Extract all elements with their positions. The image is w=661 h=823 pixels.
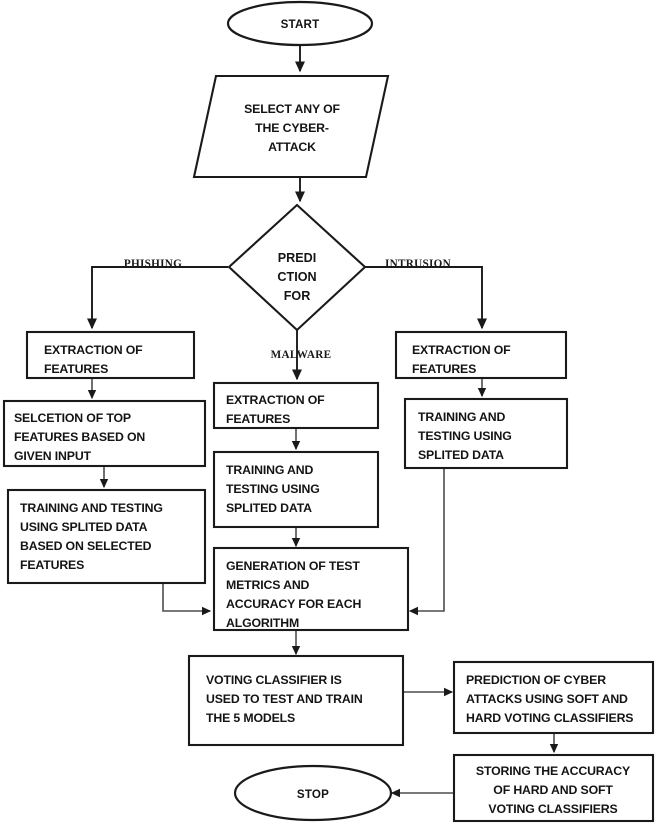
prediction-cyber-line-3: HARD VOTING CLASSIFIERS: [466, 711, 633, 725]
node-phishing-selection[interactable]: SELCETION OF TOP FEATURES BASED ON GIVEN…: [2, 399, 207, 468]
stop-ellipse: [233, 764, 393, 822]
intrusion-training-box: [403, 397, 569, 470]
edge-label-phishing: PHISHING: [124, 258, 182, 270]
phishing-training-line-4: FEATURES: [20, 558, 84, 572]
generation-metrics-line-2: METRICS AND: [226, 578, 310, 592]
decision-line-3: FOR: [284, 289, 311, 303]
phishing-extraction-line-2: FEATURES: [44, 362, 108, 376]
node-phishing-extraction[interactable]: EXTRACTION OF FEATURES: [25, 330, 196, 380]
select-attack-line-2: THE CYBER-: [255, 121, 329, 135]
node-start[interactable]: START: [226, 0, 374, 47]
node-generation-metrics[interactable]: GENERATION OF TEST METRICS AND ACCURACY …: [212, 546, 410, 632]
phishing-selection-line-3: GIVEN INPUT: [14, 449, 92, 463]
edge-decision-to-phishing: [86, 266, 228, 330]
malware-training-line-3: SPLITED DATA: [226, 501, 312, 515]
start-label: START: [281, 18, 320, 31]
malware-extraction-box: [212, 381, 380, 430]
select-attack-line-3: ATTACK: [268, 140, 316, 154]
storing-accuracy-line-2: OF HARD AND SOFT: [493, 783, 613, 797]
storing-accuracy-box: [452, 753, 655, 823]
node-phishing-training[interactable]: TRAINING AND TESTING USING SPLITED DATA …: [6, 488, 207, 585]
voting-classifier-line-3: THE 5 MODELS: [206, 711, 295, 725]
intrusion-extraction-box: [394, 330, 568, 380]
voting-classifier-line-2: USED TO TEST AND TRAIN: [206, 692, 363, 706]
node-decision-prediction-for[interactable]: PREDI CTION FOR: [227, 203, 367, 332]
intrusion-training-line-2: TESTING USING: [418, 429, 512, 443]
generation-metrics-line-4: ALGORITHM: [226, 616, 299, 630]
node-intrusion-training[interactable]: TRAINING AND TESTING USING SPLITED DATA: [403, 397, 569, 470]
storing-accuracy-line-3: VOTING CLASSIFIERS: [488, 802, 617, 816]
edge-decision-to-intrusion: [365, 266, 488, 330]
generation-metrics-line-1: GENERATION OF TEST: [226, 559, 360, 573]
phishing-training-line-3: BASED ON SELECTED: [20, 539, 152, 553]
decision-diamond: [227, 203, 367, 332]
node-intrusion-extraction[interactable]: EXTRACTION OF FEATURES: [394, 330, 568, 380]
intrusion-training-line-1: TRAINING AND: [418, 410, 506, 424]
prediction-cyber-line-2: ATTACKS USING SOFT AND: [466, 692, 628, 706]
edge-label-intrusion: INTRUSION: [385, 258, 451, 270]
phishing-extraction-line-1: EXTRACTION OF: [44, 343, 143, 357]
prediction-cyber-box: [452, 660, 655, 735]
phishing-training-line-2: USING SPLITED DATA: [20, 520, 148, 534]
malware-extraction-line-1: EXTRACTION OF: [226, 393, 325, 407]
node-storing-accuracy[interactable]: STORING THE ACCURACY OF HARD AND SOFT VO…: [452, 753, 655, 823]
intrusion-extraction-line-1: EXTRACTION OF: [412, 343, 511, 357]
node-malware-training[interactable]: TRAINING AND TESTING USING SPLITED DATA: [212, 450, 380, 529]
decision-line-2: CTION: [277, 270, 316, 284]
decision-line-1: PREDI: [278, 251, 317, 265]
phishing-selection-line-1: SELCETION OF TOP: [14, 411, 131, 425]
voting-classifier-box: [187, 654, 405, 747]
malware-training-box: [212, 450, 380, 529]
connector-layer: [86, 45, 559, 798]
generation-metrics-line-3: ACCURACY FOR EACH: [226, 597, 361, 611]
node-voting-classifier[interactable]: VOTING CLASSIFIER IS USED TO TEST AND TR…: [187, 654, 405, 747]
select-attack-parallelogram: [192, 74, 390, 179]
storing-accuracy-line-1: STORING THE ACCURACY: [476, 764, 630, 778]
phishing-selection-line-2: FEATURES BASED ON: [14, 430, 145, 444]
start-ellipse: [226, 0, 374, 47]
voting-classifier-line-1: VOTING CLASSIFIER IS: [206, 673, 342, 687]
intrusion-extraction-line-2: FEATURES: [412, 362, 476, 376]
stop-label: STOP: [297, 788, 329, 801]
intrusion-training-line-3: SPLITED DATA: [418, 448, 504, 462]
node-malware-extraction[interactable]: EXTRACTION OF FEATURES: [212, 381, 380, 430]
malware-extraction-line-2: FEATURES: [226, 412, 290, 426]
edge-phishing-training-to-generation: [162, 583, 212, 616]
node-select-attack[interactable]: SELECT ANY OF THE CYBER- ATTACK: [192, 74, 390, 179]
edge-intrusion-training-to-generation: [408, 468, 445, 616]
phishing-selection-box: [2, 399, 207, 468]
prediction-cyber-line-1: PREDICTION OF CYBER: [466, 673, 606, 687]
generation-metrics-box: [212, 546, 410, 632]
select-attack-line-1: SELECT ANY OF: [244, 102, 340, 116]
edge-label-malware: MALWARE: [271, 349, 332, 361]
phishing-extraction-box: [25, 330, 196, 380]
phishing-training-box: [6, 488, 207, 585]
phishing-training-line-1: TRAINING AND TESTING: [20, 501, 163, 515]
node-prediction-cyber-attacks[interactable]: PREDICTION OF CYBER ATTACKS USING SOFT A…: [452, 660, 655, 735]
node-stop[interactable]: STOP: [233, 764, 393, 822]
malware-training-line-1: TRAINING AND: [226, 463, 314, 477]
malware-training-line-2: TESTING USING: [226, 482, 320, 496]
